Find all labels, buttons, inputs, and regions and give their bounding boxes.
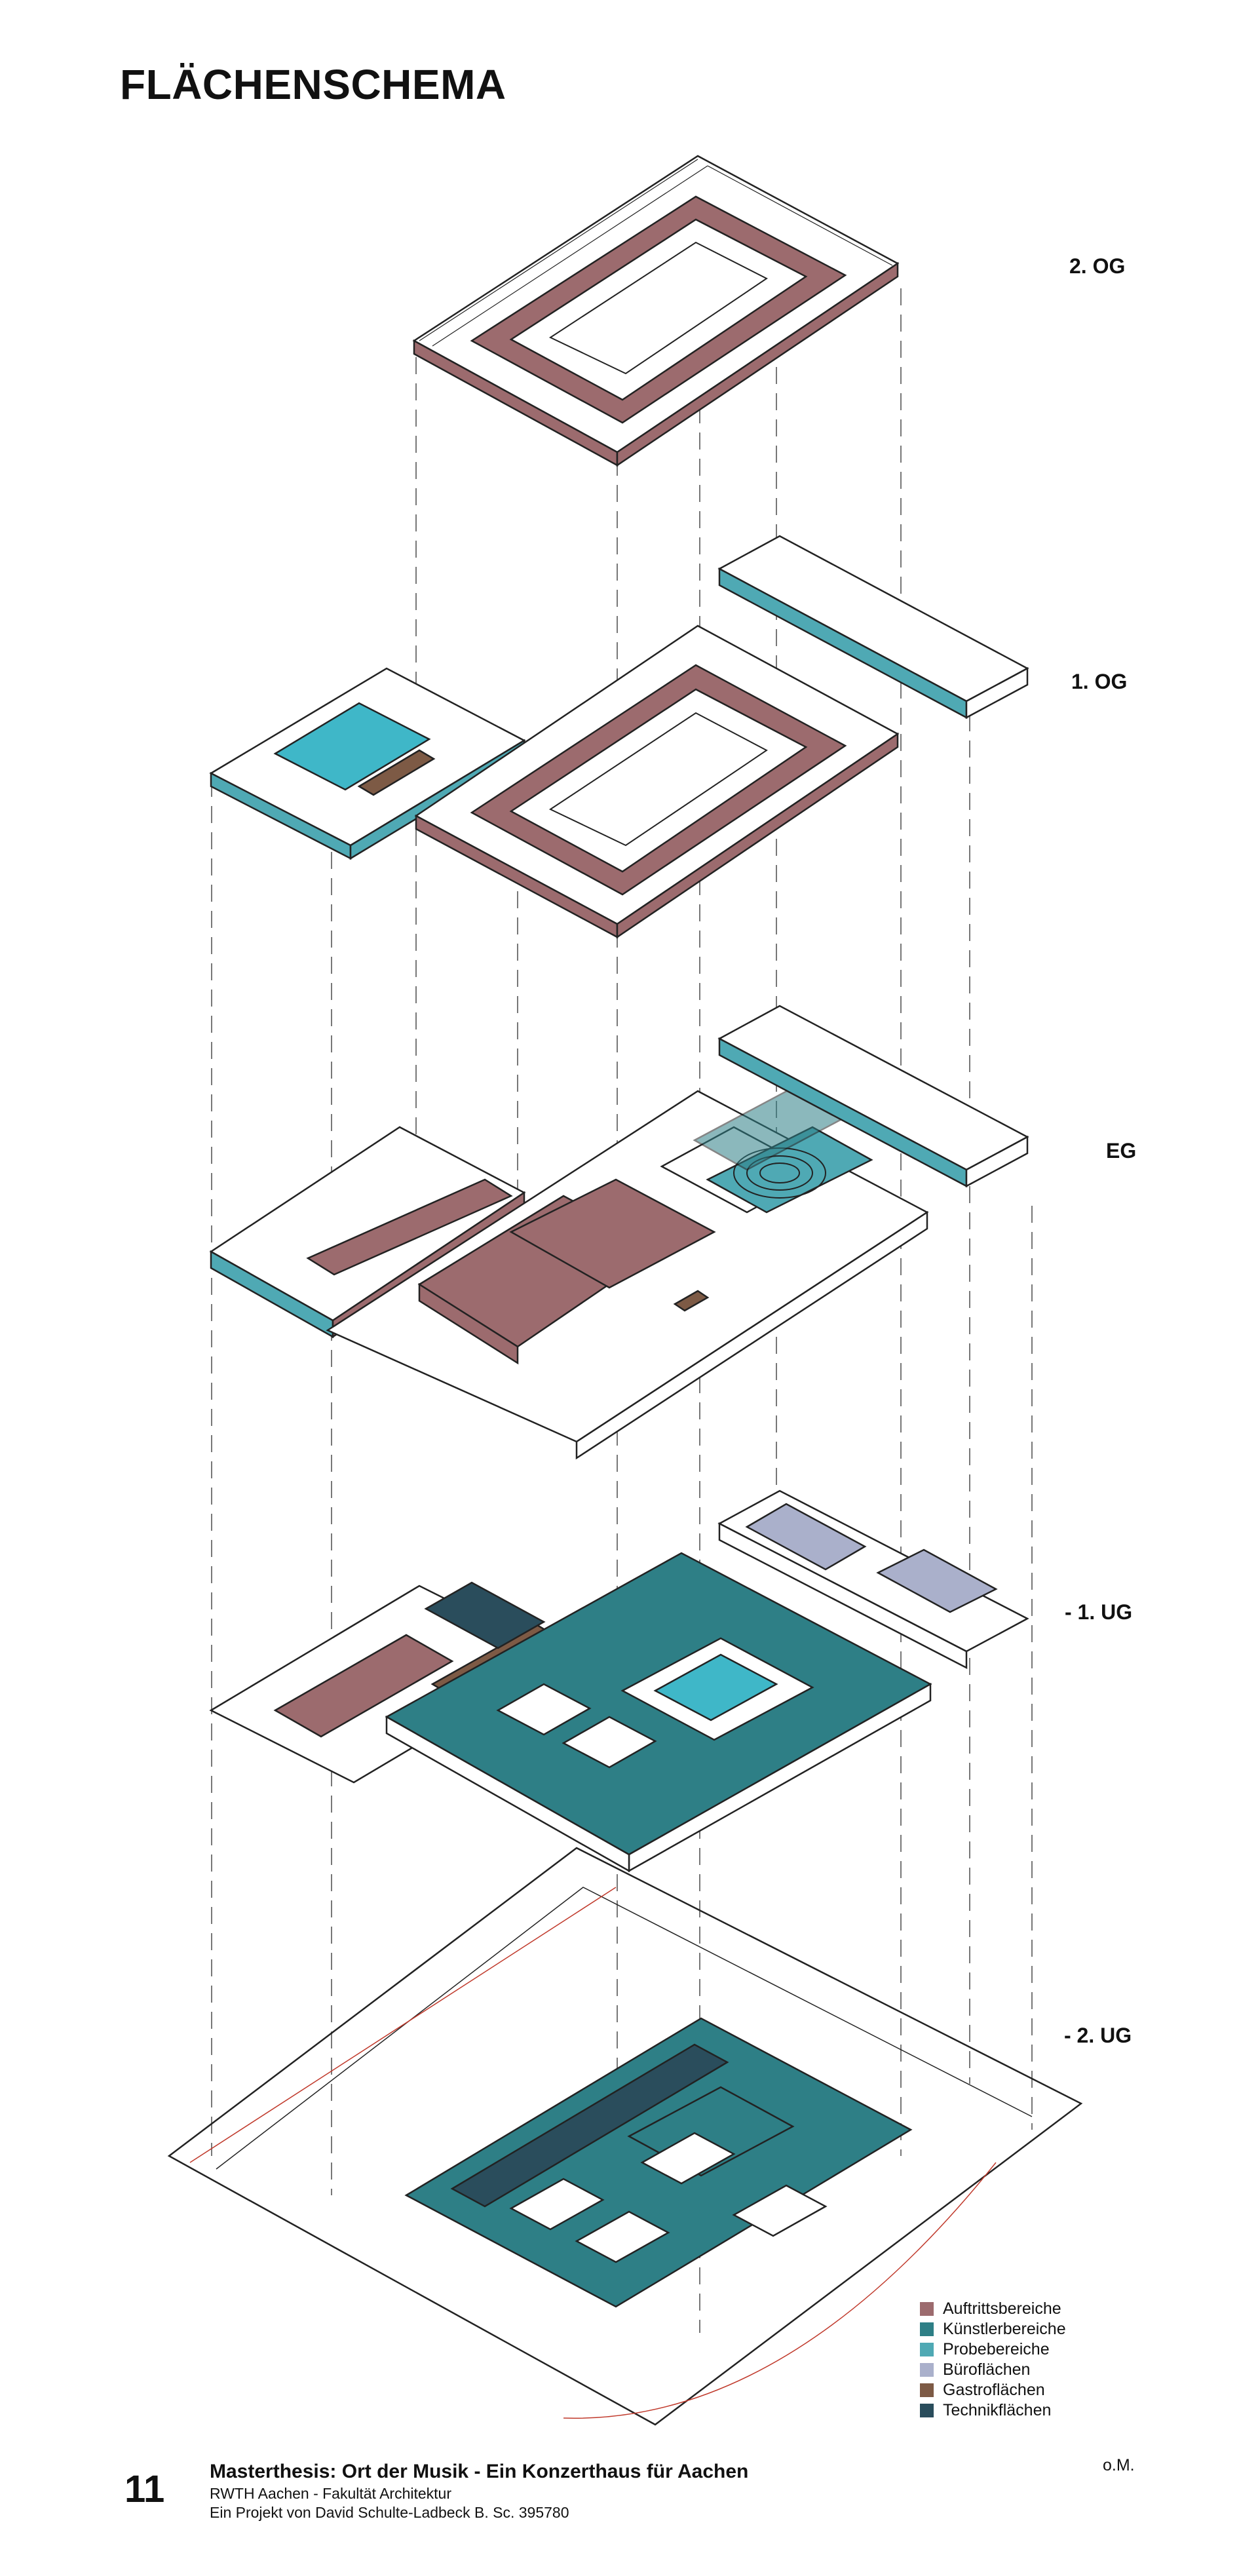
level-2og-hall bbox=[412, 155, 900, 467]
university-line: RWTH Aachen - Fakultät Architektur bbox=[210, 2485, 451, 2502]
legend-item: Auftrittsbereiche bbox=[920, 2299, 1066, 2319]
legend-swatch bbox=[920, 2302, 934, 2316]
page-number: 11 bbox=[124, 2468, 165, 2510]
scale-note: o.M. bbox=[1103, 2456, 1135, 2474]
legend-item: Probebereiche bbox=[920, 2339, 1066, 2360]
legend-item: Büroflächen bbox=[920, 2360, 1066, 2380]
legend-swatch bbox=[920, 2383, 934, 2397]
legend-swatch bbox=[920, 2404, 934, 2417]
level-label-eg: EG bbox=[1106, 1139, 1137, 1163]
legend-item: Künstlerbereiche bbox=[920, 2319, 1066, 2339]
author-line: Ein Projekt von David Schulte-Ladbeck B.… bbox=[210, 2504, 569, 2521]
level-label-ug1: - 1. UG bbox=[1065, 1600, 1133, 1624]
footer-credits: Masterthesis: Ort der Musik - Ein Konzer… bbox=[210, 2461, 748, 2522]
level-label-ug2: - 2. UG bbox=[1064, 2024, 1132, 2047]
legend-item: Technikflächen bbox=[920, 2400, 1066, 2421]
level-eg-office-block bbox=[717, 1005, 1029, 1188]
page-title: FLÄCHENSCHEMA bbox=[120, 61, 506, 108]
level-label-1og: 1. OG bbox=[1071, 670, 1128, 693]
legend-label: Gastroflächen bbox=[943, 2381, 1045, 2399]
legend-swatch bbox=[920, 2343, 934, 2356]
level-1og-hall bbox=[414, 625, 900, 939]
legend-label: Auftrittsbereiche bbox=[943, 2299, 1061, 2318]
legend-label: Probebereiche bbox=[943, 2340, 1050, 2358]
legend-label: Künstlerbereiche bbox=[943, 2320, 1066, 2338]
legend: Auftrittsbereiche Künstlerbereiche Probe… bbox=[920, 2299, 1066, 2421]
legend-label: Technikflächen bbox=[943, 2401, 1052, 2419]
level-1og-rehearsal-wing bbox=[209, 667, 526, 860]
level-ug1 bbox=[209, 1490, 1029, 1873]
legend-label: Büroflächen bbox=[943, 2360, 1031, 2379]
level-label-2og: 2. OG bbox=[1069, 254, 1126, 278]
legend-swatch bbox=[920, 2363, 934, 2377]
level-ug2-site bbox=[167, 1847, 1083, 2426]
level-ug2-building bbox=[404, 2017, 913, 2308]
legend-swatch bbox=[920, 2322, 934, 2336]
level-eg-main-hall bbox=[326, 1086, 929, 1460]
level-1og-office-block bbox=[717, 535, 1029, 720]
legend-item: Gastroflächen bbox=[920, 2380, 1066, 2400]
thesis-title: Masterthesis: Ort der Musik - Ein Konzer… bbox=[210, 2461, 749, 2482]
